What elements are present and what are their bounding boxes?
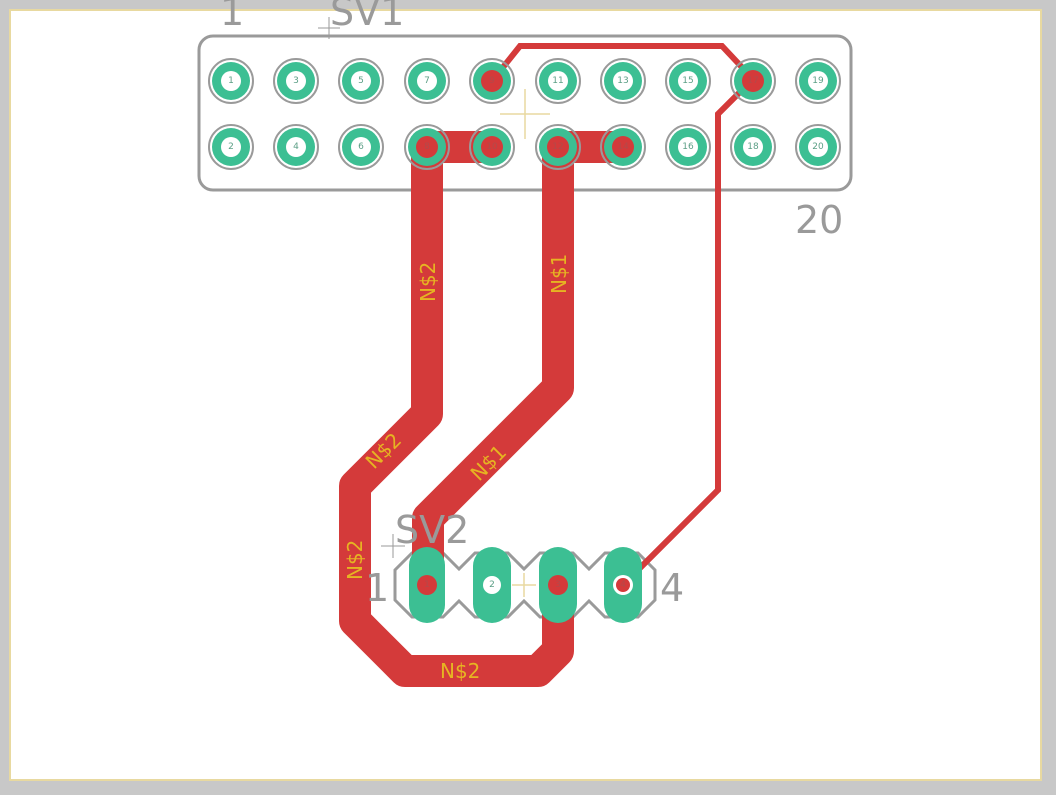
sv1-origin-marker — [318, 17, 340, 39]
sv2-pin4-label: 4 — [660, 566, 684, 610]
sv2-origin-marker — [381, 534, 405, 558]
sv1-pad-10[interactable]: 10 — [469, 124, 515, 170]
sv2-pin1-label: 1 — [365, 566, 389, 610]
sv1-pad-label: 16 — [682, 142, 694, 152]
sv1-pad-19[interactable]: 19 — [795, 58, 841, 104]
sv2-pad-4[interactable]: 4 — [604, 547, 642, 623]
sv2-pad-1[interactable]: 1 — [409, 547, 445, 623]
sv1-pad-label: 7 — [424, 76, 430, 86]
sv1-pad-label: 19 — [812, 76, 824, 86]
sv1-pad-20[interactable]: 20 — [795, 124, 841, 170]
sv2-pad-3[interactable]: 3 — [539, 547, 577, 623]
net-label-n2-vertical: N$2 — [416, 262, 440, 302]
sv1-pad-label: 3 — [293, 76, 299, 86]
sv1-pad-label: 8 — [424, 142, 430, 152]
sv1-pad-11[interactable]: 11 — [535, 58, 581, 104]
sv1-pad-label: 12 — [552, 142, 563, 152]
sv1-pad-4[interactable]: 4 — [273, 124, 319, 170]
sv1-pad-2[interactable]: 2 — [208, 124, 254, 170]
sv1-pad-label: 18 — [747, 142, 759, 152]
sv1-pad-8[interactable]: 8 — [404, 124, 450, 170]
sv1-pad-6[interactable]: 6 — [338, 124, 384, 170]
sv1-pin1-label: 1 — [220, 0, 244, 34]
sv1-pad-15[interactable]: 15 — [665, 58, 711, 104]
sv1-pad-17[interactable]: 17 — [730, 58, 776, 104]
sv2-pads: 1 2 3 4 — [409, 547, 642, 623]
sv2-pad-1-label: 1 — [424, 580, 430, 590]
sv1-pin20-label: 20 — [795, 198, 843, 242]
sv1-pad-9[interactable]: 9 — [469, 58, 515, 104]
sv2-outline — [393, 551, 657, 619]
net-label-n2-bottom: N$2 — [440, 659, 480, 683]
sv1-pad-3[interactable]: 3 — [273, 58, 319, 104]
sv2-name-label: SV2 — [395, 508, 469, 552]
sv1-pad-label: 6 — [358, 142, 364, 152]
sv1-outline — [197, 34, 853, 192]
sv1-center-marker — [500, 89, 550, 139]
sv1-pad-label: 4 — [293, 142, 299, 152]
sv2-pad-2[interactable]: 2 — [473, 547, 511, 623]
sv1-name-label: SV1 — [330, 0, 404, 34]
sv2-pad-2-label: 2 — [489, 580, 495, 590]
sv1-pad-label: 10 — [486, 142, 498, 152]
net-label-n1-vertical: N$1 — [547, 254, 571, 294]
sv1-pad-label: 1 — [228, 76, 234, 86]
sv1-pad-label: 13 — [617, 76, 628, 86]
sv1-pad-16[interactable]: 16 — [665, 124, 711, 170]
sv1-pad-label: 17 — [747, 76, 758, 86]
sv1-pad-label: 11 — [552, 76, 563, 86]
sv1-pad-7[interactable]: 7 — [404, 58, 450, 104]
sv1-pad-label: 14 — [617, 142, 629, 152]
sv1-pad-label: 15 — [682, 76, 693, 86]
sv1-pad-label: 5 — [358, 76, 364, 86]
sv1-pad-label: 20 — [812, 142, 824, 152]
net-label-n2-left: N$2 — [343, 540, 367, 580]
sv2-center-marker — [512, 573, 536, 597]
sv1-pad-12[interactable]: 12 — [535, 124, 581, 170]
sv2-pad-3-label: 3 — [555, 580, 561, 590]
sv1-pad-14[interactable]: 14 — [600, 124, 646, 170]
sv1-pad-1[interactable]: 1 — [208, 58, 254, 104]
sv1-pad-13[interactable]: 13 — [600, 58, 646, 104]
sv1-pad-5[interactable]: 5 — [338, 58, 384, 104]
sv2-pad-4-label: 4 — [620, 580, 626, 590]
sv1-pad-label: 2 — [228, 142, 234, 152]
trace-n2-main[interactable] — [339, 131, 574, 687]
sv1-pad-label: 9 — [489, 76, 495, 86]
sv1-pad-18[interactable]: 18 — [730, 124, 776, 170]
